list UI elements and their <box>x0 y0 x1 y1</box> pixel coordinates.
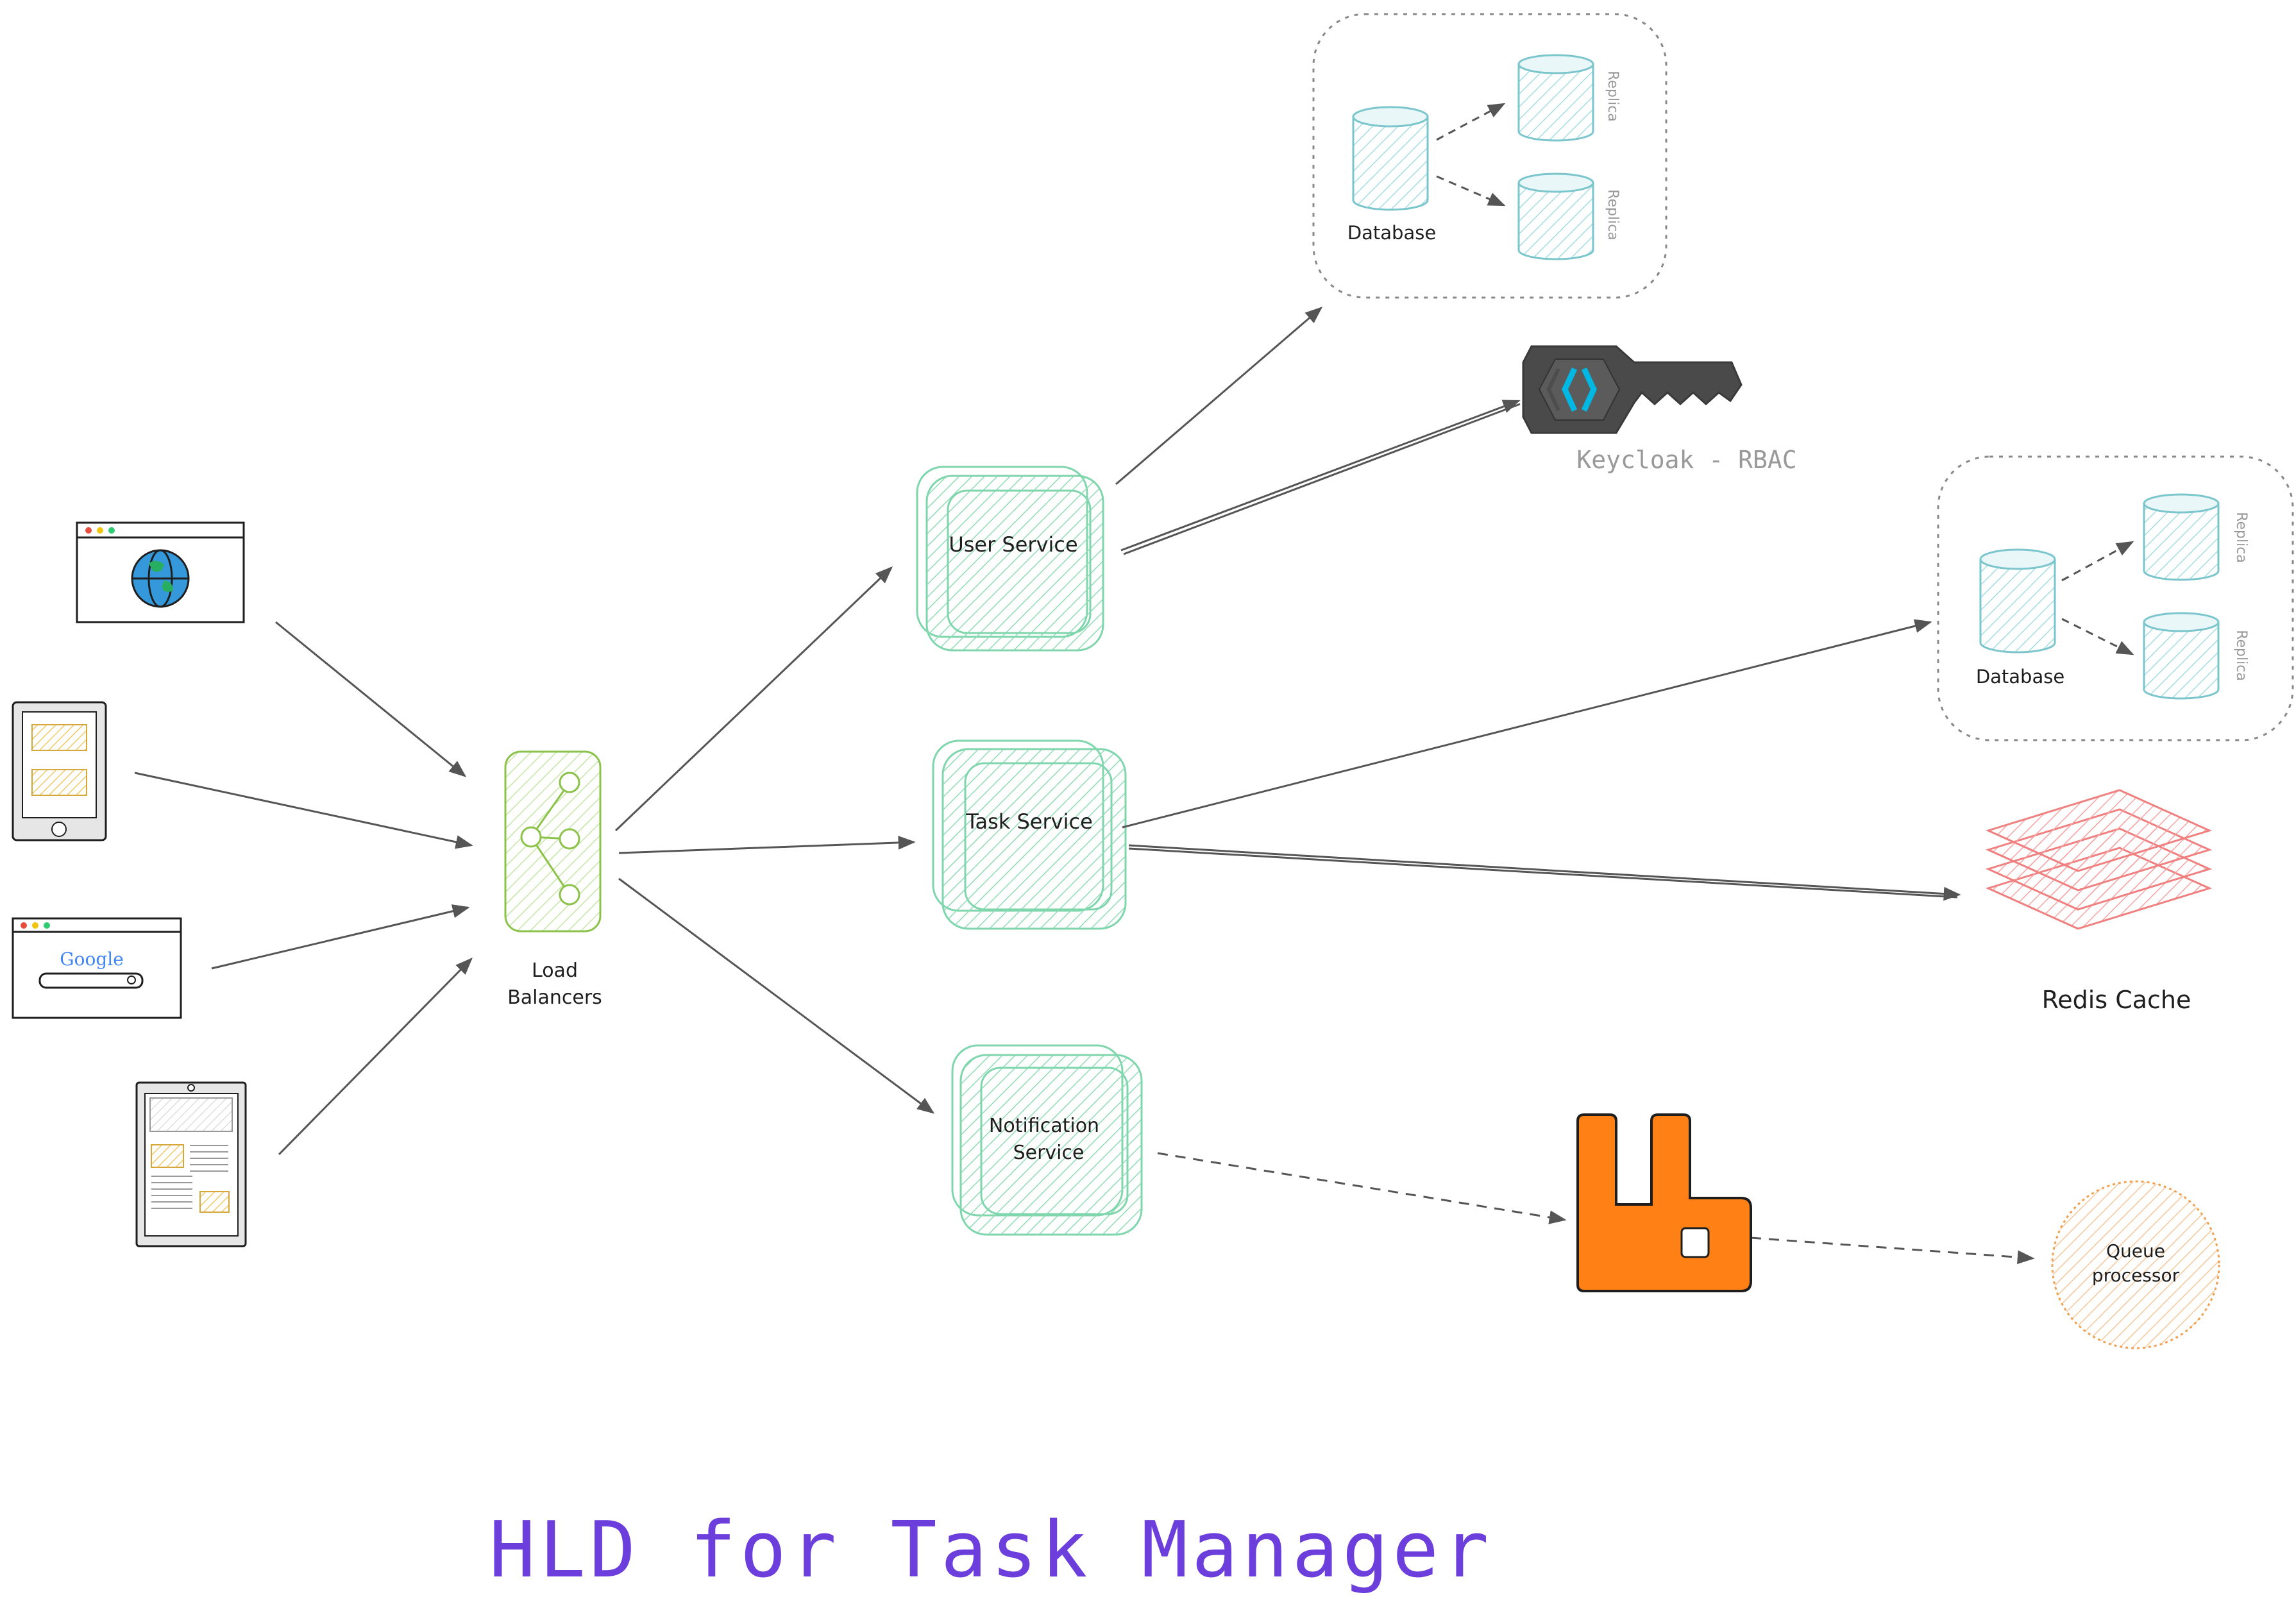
browser-client <box>76 521 245 623</box>
keycloak-label: Keycloak - RBAC <box>1576 446 1796 474</box>
database-cluster-right: Database Replica Replica <box>1937 455 2294 741</box>
replica-icon <box>1517 54 1594 142</box>
notification-service-label-2: Service <box>1013 1142 1085 1164</box>
rabbitmq-icon <box>1576 1113 1752 1292</box>
database-icon <box>1352 106 1429 211</box>
queue-processor-label-2: processor <box>2092 1265 2180 1286</box>
task-service: Task Service <box>932 739 1127 930</box>
load-balancer-label-1: Load <box>532 959 578 982</box>
client-arrows <box>134 621 473 1156</box>
load-balancer-label-2: Balancers <box>507 986 602 1009</box>
replica-label: Replica <box>2233 512 2249 563</box>
search-client: Google <box>12 917 182 1019</box>
replica-icon <box>1517 173 1594 260</box>
user-service: User Service <box>916 466 1104 652</box>
queue-processor-label-1: Queue <box>2106 1240 2165 1262</box>
lb-arrows <box>614 566 935 1114</box>
share-node-icon <box>520 772 580 906</box>
replica-label: Replica <box>1605 189 1621 241</box>
diagram-title: HLD for Task Manager <box>489 1506 1493 1595</box>
replica-icon <box>2143 493 2220 581</box>
database-icon <box>1979 548 2056 654</box>
mobile-client <box>12 701 107 841</box>
keycloak-key-icon <box>1522 345 1743 434</box>
tablet-client <box>135 1081 247 1247</box>
database-label: Database <box>1347 222 1436 244</box>
notification-service: Notification Service <box>951 1044 1143 1236</box>
notification-service-label-1: Notification <box>989 1115 1099 1137</box>
user-service-label: User Service <box>949 532 1077 557</box>
replica-icon <box>2143 612 2220 700</box>
database-label: Database <box>1976 666 2064 688</box>
load-balancer: Load Balancers <box>504 750 602 1009</box>
redis-layers-icon <box>1985 789 2213 930</box>
globe-icon <box>131 549 190 608</box>
replica-label: Replica <box>2233 630 2249 681</box>
queue-processor: Queue processor <box>2051 1180 2220 1349</box>
task-service-label: Task Service <box>965 809 1093 834</box>
google-brand-text: Google <box>60 949 124 970</box>
redis-label: Redis Cache <box>2042 986 2191 1014</box>
service-arrows <box>1115 307 2035 1265</box>
replica-label: Replica <box>1605 71 1621 122</box>
database-cluster-top: Database Replica Replica <box>1312 13 1667 299</box>
